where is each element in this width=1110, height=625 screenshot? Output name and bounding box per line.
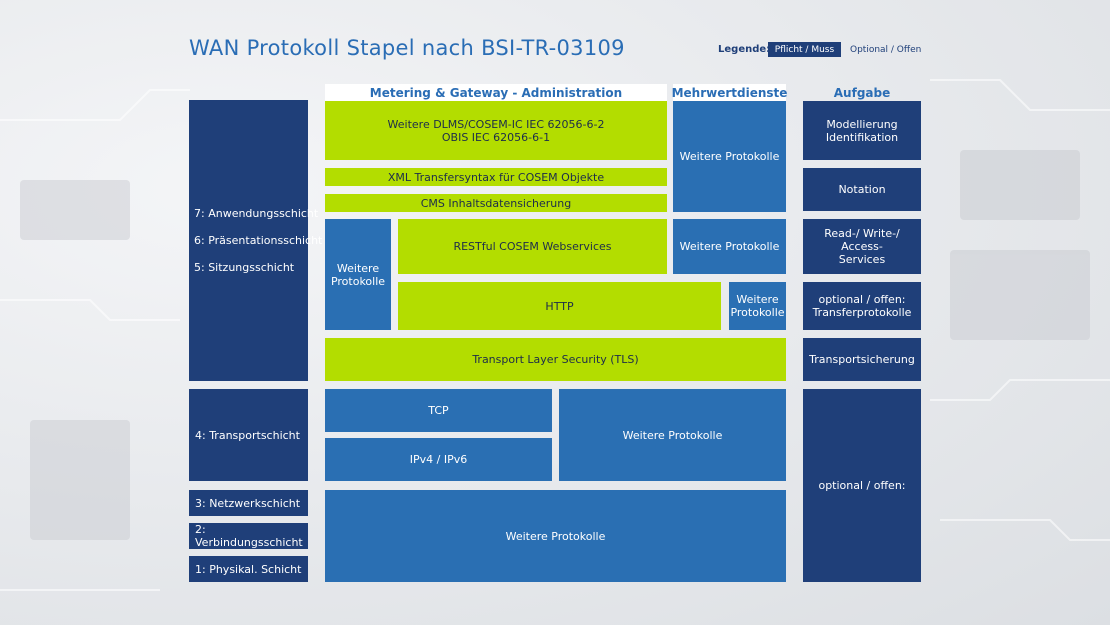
further-line-2: Protokolle	[330, 274, 386, 288]
legend-mandatory: Pflicht / Muss	[768, 42, 841, 57]
task-modelling-line-2: Identifikation	[825, 130, 899, 144]
task-read-write-access: Read-/ Write-/ Access- Services	[803, 219, 921, 274]
restful-cosem-block: RESTful COSEM Webservices	[398, 219, 667, 274]
task-notation: Notation	[803, 168, 921, 211]
task-transport-security: Transportsicherung	[803, 338, 921, 381]
header-metering: Metering & Gateway - Administration	[325, 84, 667, 101]
layers-5-7-block: 7: Anwendungsschicht 6: Präsentationssch…	[189, 100, 323, 381]
task-optional-open: optional / offen:	[803, 389, 921, 582]
xml-transfersyntax-block: XML Transfersyntax für COSEM Objekte	[325, 168, 667, 186]
further-line-1: Weitere	[736, 293, 779, 306]
task-rw-line-2: Services	[838, 253, 886, 266]
layer-4-label: 4: Transportschicht	[189, 389, 308, 481]
further-protocols-transport-block: Weitere Protokolle	[559, 389, 786, 481]
further-protocols-presentation-block: Weitere Protokolle	[673, 101, 786, 212]
further-line-2: Protokolle	[730, 306, 785, 319]
task-opt-transfer-line-2: Transferprotokolle	[812, 306, 912, 319]
layer-7-label: 7: Anwendungsschicht	[194, 207, 319, 220]
tls-block: Transport Layer Security (TLS)	[325, 338, 786, 381]
task-modelling: Modellierung Identifikation	[803, 101, 921, 160]
further-protocols-lower-layers-block: Weitere Protokolle	[325, 490, 786, 582]
further-protocols-application-block: Weitere Protokolle	[673, 219, 786, 274]
task-modelling-line-1: Modellierung	[826, 117, 898, 131]
dlms-cosem-block: Weitere DLMS/COSEM-IC IEC 62056-6-2 OBIS…	[325, 101, 667, 160]
tcp-block: TCP	[325, 389, 552, 432]
dlms-line-1: Weitere DLMS/COSEM-IC IEC 62056-6-2	[387, 117, 605, 131]
layer-6-label: 6: Präsentationsschicht	[194, 234, 323, 247]
further-protocols-session-block: Weitere Protokolle	[325, 219, 391, 330]
layer-2-label: 2: Verbindungsschicht	[189, 523, 308, 549]
header-value-added: Mehrwertdienste	[671, 84, 788, 101]
http-block: HTTP	[398, 282, 721, 330]
dlms-line-2: OBIS IEC 62056-6-1	[441, 130, 551, 144]
legend-optional: Optional / Offen	[850, 45, 922, 55]
page-title: WAN Protokoll Stapel nach BSI-TR-03109	[189, 36, 625, 60]
task-rw-line-1: Read-/ Write-/ Access-	[824, 227, 900, 253]
layer-5-label: 5: Sitzungsschicht	[194, 261, 295, 274]
task-optional-transfer: optional / offen: Transferprotokolle	[803, 282, 921, 330]
task-opt-transfer-line-1: optional / offen:	[818, 293, 906, 306]
layer-3-label: 3: Netzwerkschicht	[189, 490, 308, 516]
cms-block: CMS Inhaltsdatensicherung	[325, 194, 667, 212]
further-line-1: Weitere	[336, 261, 380, 275]
layer-1-label: 1: Physikal. Schicht	[189, 556, 308, 582]
ip-block: IPv4 / IPv6	[325, 438, 552, 481]
further-protocols-http-block: Weitere Protokolle	[729, 282, 786, 330]
legend-label: Legende:	[718, 44, 771, 55]
header-task: Aufgabe	[833, 85, 891, 100]
